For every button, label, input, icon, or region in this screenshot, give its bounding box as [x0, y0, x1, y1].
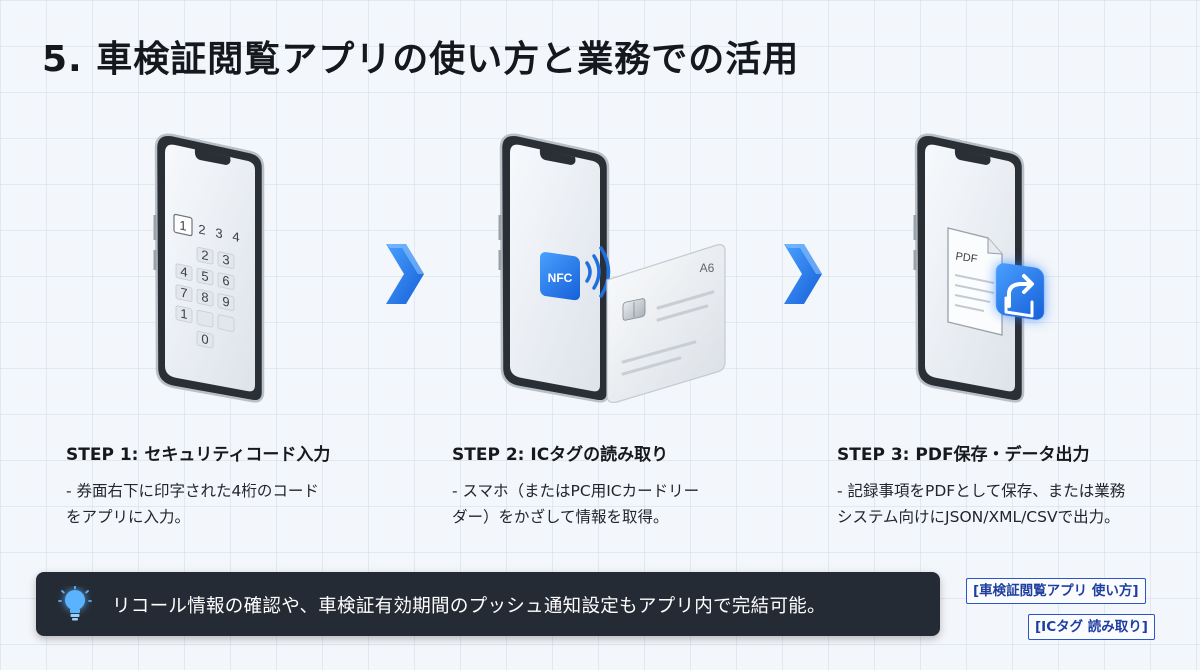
step-3-description-line: システム向けにJSON/XML/CSVで出力。 [837, 508, 1120, 526]
chevron-right-icon [784, 244, 822, 304]
keypad-key[interactable]: 3 [222, 252, 229, 268]
keypad-key[interactable]: 8 [201, 289, 208, 305]
keypad-key[interactable]: 1 [180, 306, 187, 322]
keypad-key[interactable]: 5 [201, 268, 208, 284]
keypad-key[interactable]: 4 [180, 264, 187, 280]
step-1-title: STEP 1: セキュリティコード入力 [66, 445, 331, 465]
entered-digit: 3 [215, 225, 222, 241]
keypad-key[interactable]: 2 [201, 247, 208, 263]
entered-digit: 2 [198, 221, 205, 237]
step-3: STEP 3: PDF保存・データ出力 - 記録事項をPDFとして保存、または業… [837, 440, 1167, 530]
nfc-badge-label: NFC [548, 271, 573, 285]
nfc-badge-icon: NFC [540, 252, 580, 301]
step-2-description: - スマホ（またはPC用ICカードリー ダー）をかざして情報を取得。 [452, 478, 782, 530]
phone-export-illustration: PDF [913, 133, 1044, 403]
step-3-description-line: - 記録事項をPDFとして保存、または業務 [837, 482, 1126, 500]
keypad-key[interactable]: 0 [201, 331, 208, 347]
page-title: 5. 車検証閲覧アプリの使い方と業務での活用 [42, 39, 800, 80]
step-3-title: STEP 3: PDF保存・データ出力 [837, 445, 1090, 465]
step-2-description-line: - スマホ（またはPC用ICカードリー [452, 482, 700, 500]
step-2: STEP 2: ICタグの読み取り - スマホ（またはPC用ICカードリー ダー… [452, 440, 782, 530]
share-export-icon[interactable] [996, 262, 1044, 321]
info-banner: リコール情報の確認や、車検証有効期間のプッシュ通知設定もアプリ内で完結可能。 [36, 572, 940, 636]
phone-keypad-illustration: 1 2 3 4 2 3 4 5 6 7 8 9 1 0 [153, 133, 265, 403]
keypad-key[interactable]: 6 [222, 273, 229, 289]
banner-text: リコール情報の確認や、車検証有効期間のプッシュ通知設定もアプリ内で完結可能。 [112, 596, 826, 617]
keypad: 1 2 3 4 2 3 4 5 6 7 8 9 1 0 [173, 213, 240, 349]
nfc-waves-icon [585, 246, 611, 298]
pdf-document-icon: PDF [947, 227, 1003, 336]
card-label: A6 [700, 261, 715, 275]
entered-digit: 1 [179, 217, 186, 233]
tag-link[interactable]: [ICタグ 読み取り] [1028, 614, 1155, 640]
ic-chip-icon [622, 298, 646, 321]
tag-link[interactable]: [車検証閲覧アプリ 使い方] [966, 578, 1146, 604]
step-1-description-line: - 券面右下に印字された4桁のコード [66, 482, 319, 500]
keypad-key[interactable]: 9 [222, 294, 229, 310]
step-2-title: STEP 2: ICタグの読み取り [452, 445, 669, 465]
chevron-right-icon [386, 244, 424, 304]
keypad-key[interactable]: 7 [180, 285, 187, 301]
step-2-description-line: ダー）をかざして情報を取得。 [452, 508, 669, 526]
step-1-description-line: をアプリに入力。 [66, 508, 191, 526]
pdf-label: PDF [955, 251, 979, 266]
phone-nfc-illustration: NFC A6 [498, 133, 726, 403]
step-1-description: - 券面右下に印字された4桁のコード をアプリに入力。 [66, 478, 396, 530]
step-1: STEP 1: セキュリティコード入力 - 券面右下に印字された4桁のコード を… [66, 440, 396, 530]
lightbulb-icon [58, 586, 92, 621]
entered-digit: 4 [232, 229, 239, 245]
step-3-description: - 記録事項をPDFとして保存、または業務 システム向けにJSON/XML/CS… [837, 478, 1167, 530]
ic-card-illustration: A6 [606, 244, 726, 403]
